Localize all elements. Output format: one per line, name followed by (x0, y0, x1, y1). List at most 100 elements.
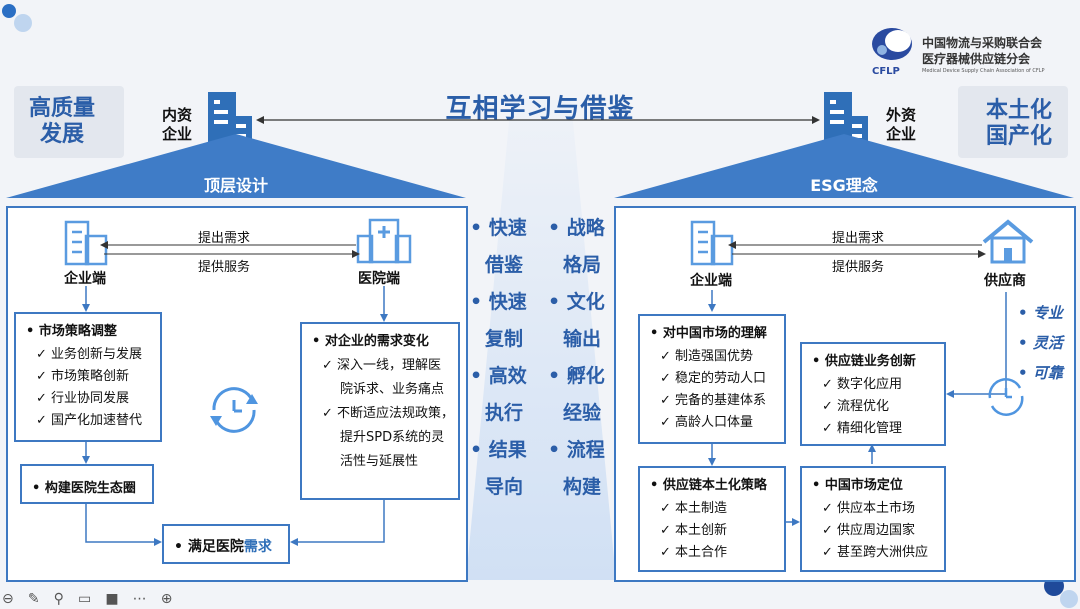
pen-icon[interactable]: ✎ (27, 591, 40, 607)
hospital-label: 医院端 (358, 271, 400, 287)
list-item: ✓ 本土制造 (660, 501, 728, 516)
list-item: ✓ 深入一线，理解医 (322, 358, 442, 373)
trait-2: • 灵活 (1018, 334, 1063, 352)
satisfy-hospital-title: • 满足医院需求 (174, 539, 272, 555)
list-item: ✓ 制造强国优势 (660, 349, 754, 364)
left-banner-triangle (6, 134, 466, 198)
right-demand-label: 提出需求 (832, 231, 885, 246)
right-banner-label: ESG理念 (810, 176, 878, 195)
list-item: ✓ 供应周边国家 (822, 523, 916, 538)
captions-icon[interactable]: ▭ (78, 591, 92, 607)
middle-word: 导向 (485, 476, 524, 498)
logo-cn2: 医疗器械供应链分会 (922, 52, 1031, 66)
trait-3: • 可靠 (1018, 364, 1063, 382)
list-item: ✓ 本土合作 (660, 545, 728, 560)
middle-word: 借鉴 (485, 254, 524, 276)
search-icon[interactable]: ⚲ (53, 591, 64, 607)
right-banner-triangle (614, 134, 1074, 198)
understanding-title: • 对中国市场的理解 (650, 326, 767, 341)
enterprise-icon (688, 220, 738, 270)
right-corner-bg (958, 86, 1068, 158)
left-enterprise-label: 企业端 (64, 271, 106, 287)
right-enterprise-label: 企业端 (690, 273, 732, 289)
left-corner-title: 高质量发展 (28, 96, 95, 147)
camera-icon[interactable]: ■ (105, 591, 119, 607)
logo-cn1: 中国物流与采购联合会 (922, 36, 1043, 50)
page-title: 互相学习与借鉴 (445, 94, 635, 124)
market-strategy-box: • 市场策略调整 ✓ 业务创新与发展 ✓ 市场策略创新 ✓ 行业协同发展 ✓ 国… (14, 312, 162, 442)
cycle-clock-icon (982, 376, 1030, 420)
list-item: 活性与延展性 (340, 454, 419, 469)
middle-word: • 高效 (470, 365, 527, 387)
mutual-arrow (256, 116, 820, 124)
hospital-ecosystem-box: • 构建医院生态圈 (20, 464, 154, 504)
satisfy-hospital-box: • 满足医院需求 (162, 524, 290, 564)
list-item: ✓ 甚至跨大洲供应 (822, 545, 929, 560)
list-item: ✓ 流程优化 (822, 399, 890, 414)
logo-en: Medical Device Supply Chain Association … (922, 68, 1045, 74)
middle-word: • 快速 (470, 291, 527, 313)
cflp-logo (868, 26, 916, 66)
list-item: ✓ 国产化加速替代 (36, 413, 143, 428)
innovation-title: • 供应链业务创新 (812, 354, 916, 369)
demand-change-title: • 对企业的需求变化 (312, 334, 429, 349)
left-banner-label: 顶层设计 (203, 176, 268, 195)
list-item: 院诉求、业务痛点 (340, 382, 445, 397)
list-item: ✓ 高龄人口体量 (660, 415, 754, 430)
left-flow-lines (82, 241, 388, 546)
domestic-label: 内资企业 (162, 106, 193, 143)
left-corner-bg (14, 86, 124, 158)
forward-icon[interactable]: ⊕ (160, 591, 173, 607)
market-strategy-title: • 市场策略调整 (26, 324, 117, 339)
list-item: ✓ 市场策略创新 (36, 369, 130, 384)
foreign-label: 外资企业 (886, 106, 917, 143)
list-item: ✓ 数字化应用 (822, 377, 903, 392)
left-service-label: 提供服务 (198, 260, 251, 275)
cycle-clock-icon (204, 384, 264, 438)
position-title: • 中国市场定位 (812, 478, 903, 493)
localization-title: • 供应链本土化策略 (650, 478, 767, 493)
middle-word: • 结果 (470, 439, 527, 461)
list-item: ✓ 供应本土市场 (822, 501, 916, 516)
middle-word: • 快速 (470, 217, 527, 239)
middle-word: 输出 (563, 328, 602, 350)
hospital-ecosystem-title: • 构建医院生态圈 (32, 481, 136, 496)
demand-change-box: • 对企业的需求变化 ✓ 深入一线，理解医 院诉求、业务痛点 ✓ 不断适应法规政… (300, 322, 460, 500)
list-item: ✓ 不断适应法规政策， (322, 406, 455, 421)
right-service-label: 提供服务 (832, 260, 885, 275)
middle-word: 复制 (485, 328, 524, 350)
supply-chain-innovation-box: • 供应链业务创新 ✓ 数字化应用 ✓ 流程优化 ✓ 精细化管理 (800, 342, 946, 446)
supplier-house-icon (980, 218, 1036, 268)
decor-dot (2, 4, 16, 18)
right-corner-title: 本土化国产化 (985, 98, 1052, 149)
middle-word: • 流程 (548, 439, 605, 461)
china-market-position-box: • 中国市场定位 ✓ 供应本土市场 ✓ 供应周边国家 ✓ 甚至跨大洲供应 (800, 466, 946, 572)
middle-word: 经验 (563, 402, 602, 424)
decor-dot (1060, 590, 1078, 608)
back-icon[interactable]: ⊖ (2, 591, 14, 607)
decor-dot (14, 14, 32, 32)
list-item: ✓ 本土创新 (660, 523, 728, 538)
middle-word: • 孵化 (548, 365, 605, 387)
hospital-icon (356, 218, 412, 268)
trait-1: • 专业 (1018, 304, 1063, 322)
left-demand-label: 提出需求 (198, 231, 251, 246)
list-item: ✓ 行业协同发展 (36, 391, 130, 406)
logo-abbr: CFLP (872, 66, 900, 77)
localization-strategy-box: • 供应链本土化策略 ✓ 本土制造 ✓ 本土创新 ✓ 本土合作 (638, 466, 786, 572)
more-icon[interactable]: ⋯ (132, 591, 147, 607)
middle-word: 格局 (563, 254, 602, 276)
list-item: ✓ 业务创新与发展 (36, 347, 143, 362)
china-market-understanding-box: • 对中国市场的理解 ✓ 制造强国优势 ✓ 稳定的劳动人口 ✓ 完备的基建体系 … (638, 314, 786, 444)
enterprise-icon (62, 220, 112, 270)
middle-word: 执行 (485, 402, 524, 424)
list-item: ✓ 完备的基建体系 (660, 393, 767, 408)
list-item: 提升SPD系统的灵 (340, 430, 445, 445)
list-item: ✓ 稳定的劳动人口 (660, 371, 767, 386)
middle-word: • 文化 (548, 291, 605, 313)
middle-word: • 战略 (548, 217, 605, 239)
list-item: ✓ 精细化管理 (822, 421, 903, 436)
supplier-label: 供应商 (984, 273, 1026, 289)
middle-word: 构建 (563, 476, 602, 498)
presentation-toolbar: ⊖ ✎ ⚲ ▭ ■ ⋯ ⊕ (2, 588, 182, 608)
